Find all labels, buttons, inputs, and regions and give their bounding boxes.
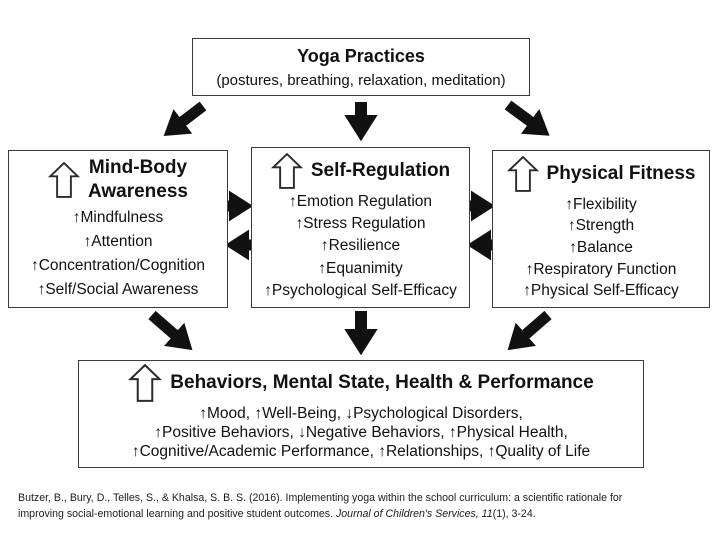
self-regulation-title: Self-Regulation bbox=[310, 160, 451, 181]
list-item: ↑Mindfulness bbox=[72, 209, 164, 226]
yoga-practices-subtitle: (postures, breathing, relaxation, medita… bbox=[216, 71, 506, 89]
citation-line2: improving social-emotional learning and … bbox=[18, 507, 536, 520]
physical-fitness-title-row: Physical Fitness bbox=[493, 151, 709, 192]
up-arrow-icon bbox=[48, 162, 80, 198]
arrow-yoga-to-mindbody bbox=[163, 101, 207, 136]
self-regulation-items: ↑Emotion Regulation ↑Stress Regulation ↑… bbox=[252, 189, 469, 307]
self-regulation-title-row: Self-Regulation bbox=[252, 148, 469, 189]
outcomes-line: ↑Cognitive/Academic Performance, ↑Relati… bbox=[131, 442, 591, 460]
arrow-physicalfitness-to-outcomes bbox=[507, 310, 552, 351]
list-item: ↑Equanimity bbox=[318, 259, 403, 277]
list-item: ↑Attention bbox=[83, 233, 153, 250]
list-item: ↑Physical Self-Efficacy bbox=[523, 282, 679, 300]
arrow-yoga-to-physicalfitness bbox=[504, 100, 550, 136]
list-item: ↑Balance bbox=[569, 238, 633, 256]
mind-body-title-row: Mind-Body Awareness bbox=[9, 151, 227, 204]
list-item: ↑Resilience bbox=[320, 237, 401, 255]
list-item: ↑Self/Social Awareness bbox=[37, 281, 199, 298]
citation: Butzer, B., Bury, D., Telles, S., & Khal… bbox=[18, 491, 710, 523]
list-item: ↑Strength bbox=[567, 217, 635, 235]
outcomes-line: ↑Mood, ↑Well-Being, ↓Psychological Disor… bbox=[199, 404, 523, 422]
list-item: ↑Emotion Regulation bbox=[288, 193, 433, 211]
mind-body-awareness-box: Mind-Body Awareness ↑Mindfulness ↑Attent… bbox=[8, 150, 228, 308]
list-item: ↑Stress Regulation bbox=[295, 215, 426, 233]
arrow-mindbody-to-outcomes bbox=[148, 310, 193, 351]
physical-fitness-items: ↑Flexibility ↑Strength ↑Balance ↑Respira… bbox=[493, 192, 709, 307]
self-regulation-box: Self-Regulation ↑Emotion Regulation ↑Str… bbox=[251, 147, 470, 308]
mind-body-items: ↑Mindfulness ↑Attention ↑Concentration/C… bbox=[9, 204, 227, 307]
mind-body-title: Mind-Body Awareness bbox=[88, 157, 188, 202]
yoga-practices-title: Yoga Practices bbox=[297, 45, 425, 66]
outcomes-title: Behaviors, Mental State, Health & Perfor… bbox=[170, 372, 594, 393]
up-arrow-icon bbox=[128, 364, 163, 402]
up-arrow-icon bbox=[506, 156, 539, 192]
outcomes-title-row: Behaviors, Mental State, Health & Perfor… bbox=[79, 361, 643, 402]
physical-fitness-box: Physical Fitness ↑Flexibility ↑Strength … bbox=[492, 150, 710, 308]
outcomes-line: ↑Positive Behaviors, ↓Negative Behaviors… bbox=[154, 423, 568, 441]
physical-fitness-title: Physical Fitness bbox=[546, 163, 696, 184]
yoga-practices-box: Yoga Practices (postures, breathing, rel… bbox=[192, 38, 530, 96]
outcomes-lines: ↑Mood, ↑Well-Being, ↓Psychological Disor… bbox=[79, 402, 643, 467]
outcomes-box: Behaviors, Mental State, Health & Perfor… bbox=[78, 360, 644, 468]
citation-line1: Butzer, B., Bury, D., Telles, S., & Khal… bbox=[18, 492, 623, 504]
list-item: ↑Respiratory Function bbox=[525, 260, 677, 278]
citation-journal-italic: Journal of Children's Services, 11 bbox=[335, 507, 493, 520]
list-item: ↑Psychological Self-Efficacy bbox=[264, 281, 457, 299]
up-arrow-icon bbox=[270, 153, 303, 189]
list-item: ↑Concentration/Cognition bbox=[30, 257, 206, 274]
list-item: ↑Flexibility bbox=[565, 195, 637, 213]
